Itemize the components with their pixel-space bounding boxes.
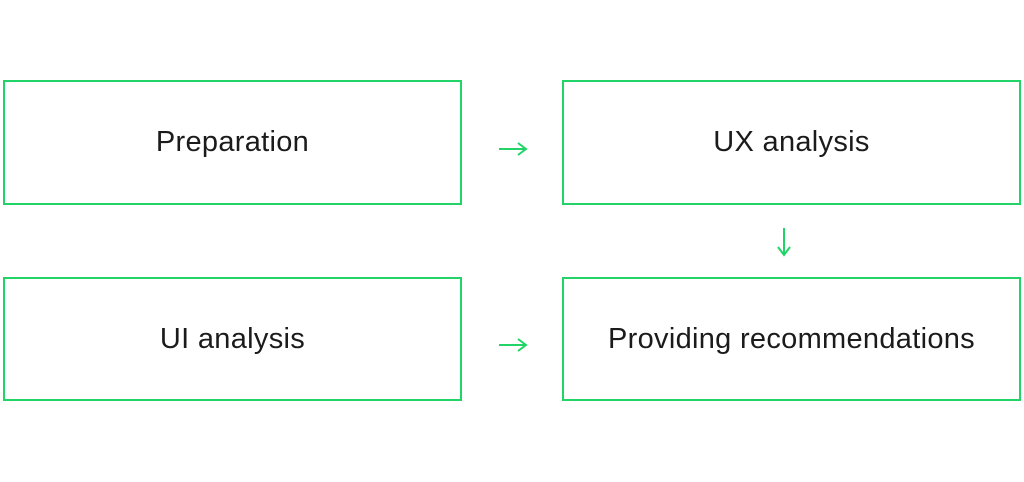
flow-node-label: UX analysis — [713, 126, 870, 158]
arrow-right-icon — [497, 336, 529, 354]
flow-node-providing-recommendations: Providing recommendations — [562, 277, 1021, 401]
flow-node-ux-analysis: UX analysis — [562, 80, 1021, 205]
flow-node-ui-analysis: UI analysis — [3, 277, 462, 401]
flow-node-preparation: Preparation — [3, 80, 462, 205]
arrow-right-icon — [497, 140, 529, 158]
flow-node-label: Preparation — [155, 126, 310, 158]
flow-node-label: Providing recommendations — [608, 322, 975, 355]
flow-node-label: UI analysis — [159, 322, 306, 355]
arrow-down-icon — [775, 226, 793, 258]
